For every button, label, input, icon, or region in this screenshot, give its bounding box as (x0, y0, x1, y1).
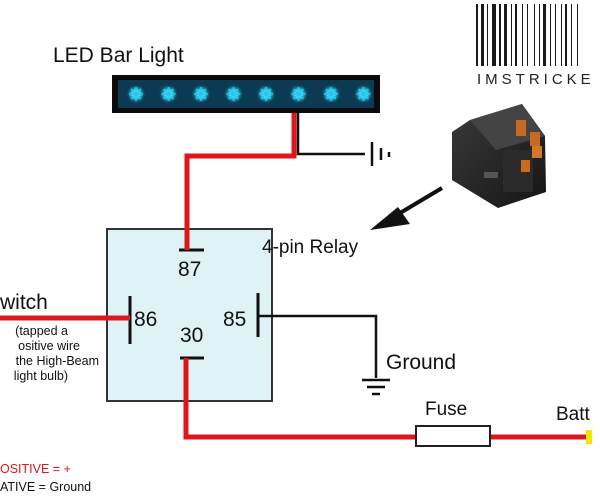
relay-box (106, 228, 273, 402)
pin-87-label: 87 (178, 258, 202, 281)
barcode-stripe (543, 4, 546, 66)
barcode-stripe (487, 4, 488, 66)
relay-photo (452, 104, 546, 208)
barcode-stripe (555, 4, 556, 66)
led-icon (191, 84, 211, 104)
ground-symbol-top (370, 142, 391, 166)
barcode-stripe (527, 4, 528, 66)
pin-86-label: 86 (134, 308, 158, 331)
led-row (126, 84, 374, 104)
pin-30-label: 30 (180, 324, 204, 347)
led-bar-light (112, 75, 380, 113)
fuse-label: Fuse (425, 399, 468, 420)
title-led-bar-light: LED Bar Light (53, 44, 184, 67)
switch-note-3: the High-Beam (15, 354, 99, 368)
legend-positive: OSITIVE = + (0, 462, 71, 476)
switch-label: witch (0, 291, 48, 314)
led-icon (223, 84, 244, 104)
wire-85-to-ground (258, 314, 378, 378)
led-icon (353, 84, 374, 104)
led-icon (288, 84, 309, 104)
barcode-watermark (476, 4, 578, 66)
pointer-arrow (370, 186, 444, 230)
switch-note-4: light bulb) (13, 369, 68, 383)
ground-symbol-bottom (362, 378, 390, 396)
switch-note-1: (tapped a (15, 324, 68, 338)
barcode-stripe (492, 4, 496, 66)
ground-label: Ground (386, 351, 457, 374)
barcode-stripe (481, 4, 484, 66)
legend-negative: ATIVE = Ground (0, 480, 92, 494)
relay-label: 4-pin Relay (262, 237, 359, 258)
wire-30-to-fuse (183, 358, 416, 440)
pin-85-label: 85 (223, 308, 247, 331)
barcode-stripe (522, 4, 523, 66)
barcode-stripe (504, 4, 507, 66)
barcode-stripe (571, 4, 572, 66)
led-icon (321, 84, 341, 104)
barcode-stripe (550, 4, 551, 66)
barcode-stripe (511, 4, 512, 66)
barcode-stripe (534, 4, 535, 66)
fuse-symbol (415, 425, 491, 447)
battery-terminal (586, 430, 592, 444)
watermark-text: IMSTRICKE (477, 71, 595, 88)
barcode-stripe (515, 4, 517, 66)
barcode-stripe (577, 4, 578, 66)
led-icon (158, 84, 179, 104)
barcode-stripe (565, 4, 567, 66)
barcode-stripe (476, 4, 478, 66)
battery-label: Batt (556, 404, 590, 425)
wire-led-ground (296, 113, 365, 156)
barcode-stripe (539, 4, 540, 66)
led-icon (126, 84, 146, 104)
wire-led-to-87 (184, 113, 297, 250)
barcode-stripe (499, 4, 501, 66)
led-icon (256, 84, 276, 104)
barcode-stripe (561, 4, 562, 66)
switch-note-2: ositive wire (18, 339, 80, 353)
